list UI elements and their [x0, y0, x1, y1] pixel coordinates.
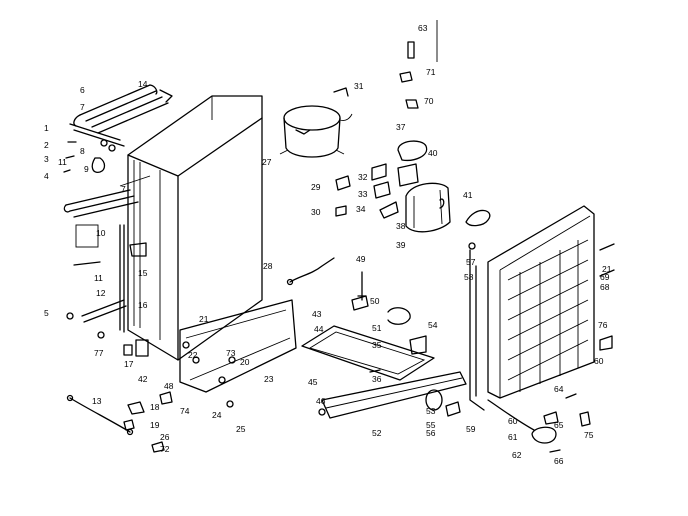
- callout-7b: 7: [80, 102, 85, 112]
- callout-2: 2: [44, 140, 49, 150]
- callout-24: 24: [212, 410, 222, 420]
- callout-51: 51: [372, 323, 382, 333]
- callout-57: 57: [466, 257, 476, 267]
- callout-33: 33: [358, 189, 368, 199]
- callout-6: 6: [80, 85, 85, 95]
- callout-44: 44: [314, 324, 324, 334]
- callout-12: 12: [96, 288, 106, 298]
- callout-56: 56: [426, 428, 436, 438]
- callout-25: 25: [236, 424, 246, 434]
- callout-21: 21: [199, 314, 209, 324]
- callout-54: 54: [428, 320, 438, 330]
- callout-4: 4: [44, 171, 49, 181]
- evaporator-coil-lower: [63, 175, 151, 218]
- wire-harness: [286, 257, 335, 286]
- evaporator-coil-top: [69, 84, 169, 152]
- callout-60: 60: [508, 416, 518, 426]
- callout-3: 3: [44, 154, 49, 164]
- callout-21b: 21: [602, 264, 612, 274]
- callout-53: 53: [426, 406, 436, 416]
- callout-62: 62: [512, 450, 522, 460]
- callout-71: 71: [426, 67, 436, 77]
- compressor-base: [301, 271, 467, 419]
- left-small-parts: [63, 89, 173, 453]
- cabinet: [127, 95, 263, 361]
- callout-60b: 60: [594, 356, 604, 366]
- mounting-shield: [179, 299, 297, 408]
- callout-22: 22: [188, 350, 198, 360]
- compressor: [279, 87, 353, 158]
- callout-5: 5: [44, 308, 49, 318]
- callout-37: 37: [396, 122, 406, 132]
- relay-fan-group: [335, 41, 491, 233]
- callout-41: 41: [463, 190, 473, 200]
- callout-29: 29: [311, 182, 321, 192]
- callout-30: 30: [311, 207, 321, 217]
- callout-9: 9: [84, 164, 89, 174]
- callout-32: 32: [358, 172, 368, 182]
- callout-28: 28: [263, 261, 273, 271]
- callout-labels: 1234567789101112131415161718192021222324…: [44, 23, 612, 466]
- callout-58: 58: [464, 272, 474, 282]
- callout-68: 68: [600, 282, 610, 292]
- callout-39: 39: [396, 240, 406, 250]
- callout-42: 42: [138, 374, 148, 384]
- callout-66: 66: [554, 456, 564, 466]
- callout-31: 31: [354, 81, 364, 91]
- callout-59: 59: [466, 424, 476, 434]
- callout-50: 50: [370, 296, 380, 306]
- callout-49: 49: [356, 254, 366, 264]
- callout-75: 75: [584, 430, 594, 440]
- callout-20: 20: [240, 357, 250, 367]
- callout-7: 7: [121, 184, 126, 194]
- callout-77: 77: [94, 348, 104, 358]
- callout-72: 72: [160, 444, 170, 454]
- condenser: [468, 205, 615, 453]
- callout-43: 43: [312, 309, 322, 319]
- callout-26: 26: [160, 432, 170, 442]
- callout-15: 15: [138, 268, 148, 278]
- callout-36: 36: [372, 374, 382, 384]
- callout-23: 23: [264, 374, 274, 384]
- callout-73: 73: [226, 348, 236, 358]
- callout-11b: 11: [58, 157, 67, 167]
- callout-48: 48: [164, 381, 174, 391]
- callout-61: 61: [508, 432, 518, 442]
- callout-64: 64: [554, 384, 564, 394]
- callout-14: 14: [138, 79, 148, 89]
- callout-55: 55: [426, 420, 436, 430]
- callout-10: 10: [96, 228, 106, 238]
- callout-40: 40: [428, 148, 438, 158]
- callout-35: 35: [372, 340, 382, 350]
- callout-52: 52: [372, 428, 382, 438]
- callout-34: 34: [356, 204, 366, 214]
- callout-70: 70: [424, 96, 434, 106]
- callout-17: 17: [124, 359, 134, 369]
- callout-76: 76: [598, 320, 608, 330]
- callout-1: 1: [44, 123, 49, 133]
- callout-38: 38: [396, 221, 406, 231]
- callout-65: 65: [554, 420, 564, 430]
- callout-46: 46: [316, 396, 326, 406]
- callout-11: 11: [94, 273, 103, 283]
- callout-69: 69: [600, 272, 610, 282]
- callout-8: 8: [80, 146, 85, 156]
- callout-19: 19: [150, 420, 160, 430]
- callout-63: 63: [418, 23, 428, 33]
- callout-16: 16: [138, 300, 148, 310]
- callout-45: 45: [308, 377, 318, 387]
- callout-27: 27: [262, 157, 272, 167]
- callout-13: 13: [92, 396, 102, 406]
- callout-74: 74: [180, 406, 190, 416]
- callout-18: 18: [150, 402, 160, 412]
